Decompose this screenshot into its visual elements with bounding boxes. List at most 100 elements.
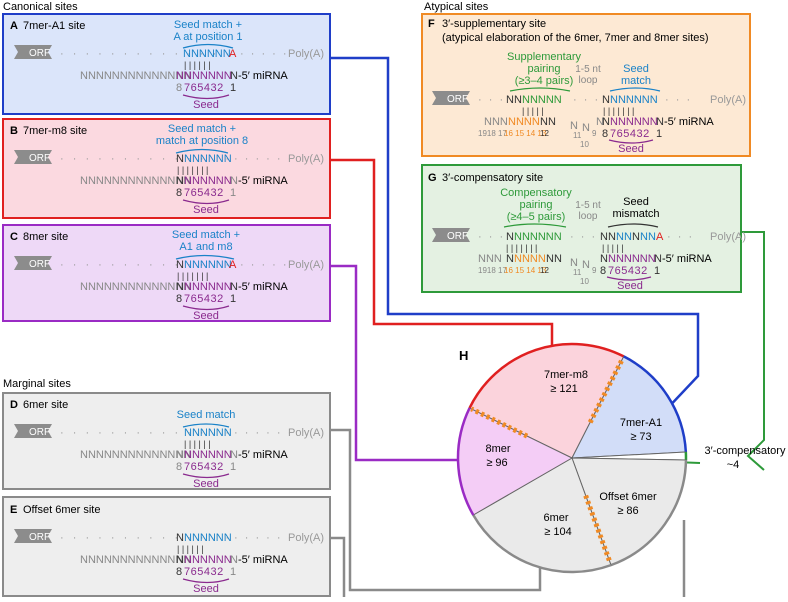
svg-text:765432: 765432 xyxy=(184,187,224,199)
svg-text:N: N xyxy=(176,532,184,544)
pie-label-6mer: 6mer xyxy=(543,512,568,524)
svg-text:· · ·: · · · xyxy=(573,94,600,106)
svg-text:loop: loop xyxy=(579,211,598,222)
svg-text:NN: NN xyxy=(546,253,562,265)
orf-arrow: ORF xyxy=(14,150,52,164)
orf-arrow: ORF xyxy=(14,424,52,438)
svg-text:9: 9 xyxy=(592,129,597,138)
svg-text:| | | | | | |: | | | | | | | xyxy=(177,165,208,175)
pie-label-7mer-a1: 7mer-A1 xyxy=(620,417,662,429)
svg-text:C: C xyxy=(10,231,18,243)
svg-text:G: G xyxy=(428,172,437,184)
svg-text:NNN: NNN xyxy=(478,253,502,265)
svg-text:F: F xyxy=(428,18,435,30)
svg-text:NNNNNNNNNNNNNN: NNNNNNNNNNNNNN xyxy=(80,70,191,82)
svg-text:NNNNNN: NNNNNN xyxy=(184,554,232,566)
svg-text:N: N xyxy=(506,231,514,243)
polya-label: Poly(A) xyxy=(288,48,324,60)
pie-label-offset: Offset 6mer xyxy=(599,491,657,503)
svg-text:NNN: NNN xyxy=(484,116,508,128)
svg-text:N: N xyxy=(176,153,184,165)
section-atypical: Atypical sites xyxy=(424,1,489,13)
pie-value-7mer-a1: ≥ 73 xyxy=(630,431,651,443)
svg-text:-5′ miRNA: -5′ miRNA xyxy=(664,116,714,128)
svg-text:E: E xyxy=(10,504,17,516)
panel-a-note1: Seed match + xyxy=(174,19,242,31)
section-canonical: Canonical sites xyxy=(3,1,78,13)
panel-g-title: 3′-compensatory site xyxy=(442,172,543,184)
svg-text:NNNNNN: NNNNNN xyxy=(184,153,232,165)
svg-text:Seed: Seed xyxy=(623,196,649,208)
svg-text:8: 8 xyxy=(600,265,606,277)
svg-text:B: B xyxy=(10,125,18,137)
svg-text:· · ·: · · · xyxy=(570,231,597,243)
svg-text:| | | | | | |: | | | | | | | xyxy=(603,106,634,116)
svg-text:loop: loop xyxy=(579,75,598,86)
panel-e-title: Offset 6mer site xyxy=(23,504,100,516)
panel-a-seed-label: Seed xyxy=(193,99,219,111)
svg-text:Poly(A): Poly(A) xyxy=(288,427,324,439)
svg-text:NNNNNN: NNNNNN xyxy=(608,253,656,265)
svg-text:pairing: pairing xyxy=(527,63,560,75)
svg-text:N: N xyxy=(632,231,640,243)
pie-value-6mer: ≥ 104 xyxy=(544,526,571,538)
pie-label-8mer: 8mer xyxy=(485,443,510,455)
svg-text:pairing: pairing xyxy=(519,199,552,211)
svg-text:· · ·: · · · xyxy=(667,231,694,243)
svg-text:12: 12 xyxy=(540,129,549,138)
svg-text:-5′ miRNA: -5′ miRNA xyxy=(238,554,288,566)
svg-text:Poly(A): Poly(A) xyxy=(710,94,746,106)
svg-text:ORF: ORF xyxy=(447,94,468,105)
svg-text:(≥3–4 pairs): (≥3–4 pairs) xyxy=(515,75,574,87)
pie-label-comp: 3′-compensatory xyxy=(705,445,786,457)
svg-text:-5′ miRNA: -5′ miRNA xyxy=(238,449,288,461)
svg-text:· · ·: · · · xyxy=(665,94,692,106)
svg-text:N: N xyxy=(230,554,238,566)
svg-text:Seed: Seed xyxy=(618,143,644,155)
svg-text:Seed match +: Seed match + xyxy=(168,123,236,135)
svg-text:765432: 765432 xyxy=(608,265,648,277)
svg-text:11: 11 xyxy=(573,268,582,277)
svg-text:N: N xyxy=(176,70,184,82)
svg-text:NNNNNN: NNNNNN xyxy=(514,231,562,243)
svg-text:1-5 nt: 1-5 nt xyxy=(575,64,601,75)
svg-text:765432: 765432 xyxy=(610,128,650,140)
svg-text:match at position 8: match at position 8 xyxy=(156,135,248,147)
panel-c-title: 8mer site xyxy=(23,231,68,243)
svg-text:1: 1 xyxy=(230,566,236,578)
svg-text:mismatch: mismatch xyxy=(612,208,659,220)
svg-text:N: N xyxy=(230,175,238,187)
svg-text:N: N xyxy=(176,281,184,293)
svg-text:765432: 765432 xyxy=(184,82,224,94)
svg-text:| | | | | |: | | | | | | xyxy=(177,544,204,554)
section-marginal: Marginal sites xyxy=(3,378,71,390)
svg-text:1-5 nt: 1-5 nt xyxy=(575,200,601,211)
svg-text:NNNN: NNNN xyxy=(514,253,546,265)
svg-text:8: 8 xyxy=(176,566,182,578)
svg-text:Poly(A): Poly(A) xyxy=(710,231,746,243)
svg-text:Seed match: Seed match xyxy=(177,409,236,421)
svg-text:ORF: ORF xyxy=(29,48,50,59)
svg-text:NNNN: NNNN xyxy=(508,116,540,128)
panel-h-letter: H xyxy=(459,348,468,363)
svg-text:Poly(A): Poly(A) xyxy=(288,259,324,271)
svg-text:Seed: Seed xyxy=(193,310,219,322)
svg-text:NNNNNN: NNNNNN xyxy=(184,175,232,187)
svg-text:N: N xyxy=(654,253,662,265)
svg-text:NN: NN xyxy=(616,231,632,243)
svg-text:Poly(A): Poly(A) xyxy=(288,532,324,544)
svg-text:D: D xyxy=(10,399,18,411)
svg-text:8: 8 xyxy=(176,187,182,199)
svg-text:Poly(A): Poly(A) xyxy=(288,153,324,165)
svg-text:12: 12 xyxy=(540,266,549,275)
svg-text:-5′ miRNA: -5′ miRNA xyxy=(238,70,288,82)
svg-text:1: 1 xyxy=(654,265,660,277)
svg-text:Seed: Seed xyxy=(193,204,219,216)
svg-text:8: 8 xyxy=(602,128,608,140)
svg-text:NNNNNN: NNNNNN xyxy=(184,449,232,461)
svg-text:NNNNNN: NNNNNN xyxy=(184,281,232,293)
panel-a-note2: A at position 1 xyxy=(173,31,242,43)
panel-f-subtitle: (atypical elaboration of the 6mer, 7mer … xyxy=(442,32,709,44)
svg-text:-5′ miRNA: -5′ miRNA xyxy=(238,281,288,293)
